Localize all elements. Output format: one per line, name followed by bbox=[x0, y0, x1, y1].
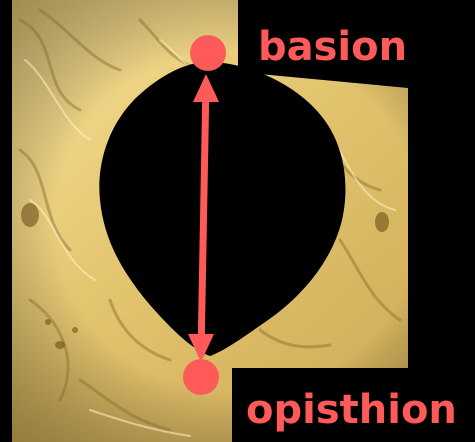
opisthion-label: opisthion bbox=[246, 390, 457, 430]
basion-point bbox=[190, 35, 226, 71]
basion-label: basion bbox=[258, 27, 407, 67]
opisthion-point bbox=[183, 359, 219, 395]
